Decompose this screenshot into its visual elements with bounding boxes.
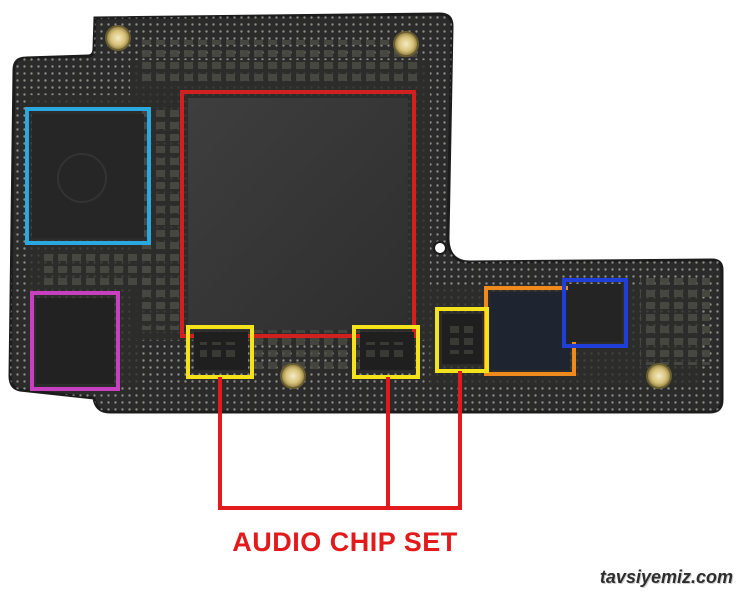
main-processor-outline [180, 90, 416, 338]
cyan-chip [32, 114, 144, 238]
cyan-chip-mark [57, 153, 107, 203]
mounting-hole-notch [433, 241, 447, 255]
mounting-hole-bottom-mid [280, 363, 306, 389]
component-pads-top [140, 40, 420, 85]
audio-chip-2-pins [366, 342, 406, 358]
blue-chip [568, 284, 622, 342]
component-pads-bottom-left [40, 250, 160, 290]
audio-connector-lines [218, 371, 462, 510]
site-watermark: tavsiyemiz.com [599, 567, 733, 587]
audio-chip-3-pins [446, 324, 478, 354]
cyan-chip-outline [25, 107, 151, 245]
magenta-chip-outline [30, 291, 120, 391]
component-pads-right [640, 275, 710, 365]
orange-chip [490, 292, 570, 370]
mounting-hole-bottom-right [646, 363, 672, 389]
blue-chip-outline [562, 278, 628, 348]
magenta-chip [36, 298, 114, 384]
audio-chip-1-pins [200, 342, 240, 358]
audio-chip-set-caption: AUDIO CHIP SET [232, 527, 458, 557]
mounting-hole-top-left [105, 25, 131, 51]
mounting-hole-top-right [393, 31, 419, 57]
component-pads-left [140, 110, 180, 330]
main-processor-chip [188, 98, 408, 330]
